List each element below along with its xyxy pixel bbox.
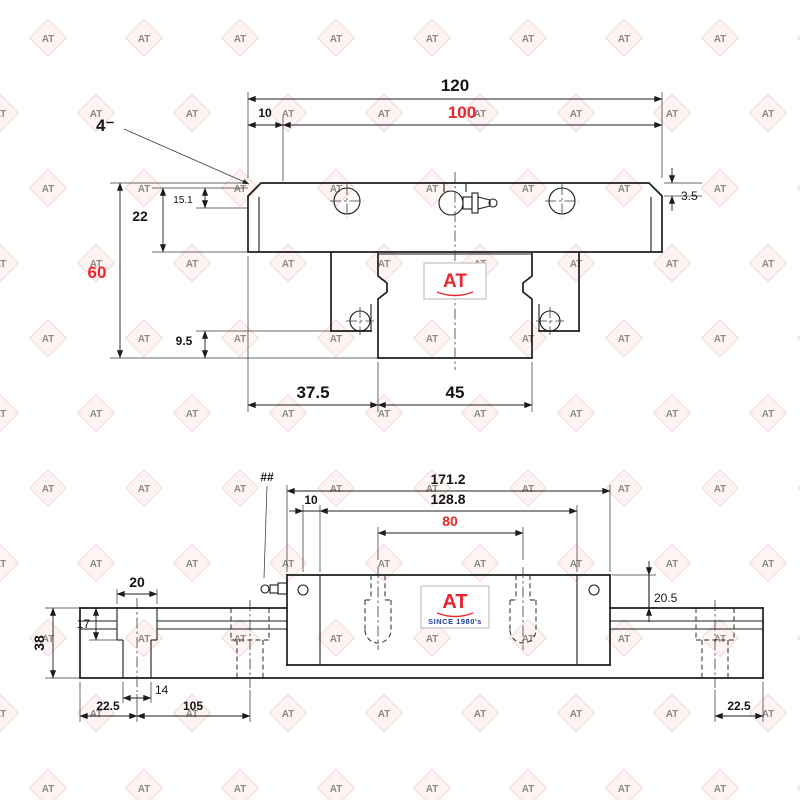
dimension-37-5-45: 37.5 45	[247, 256, 533, 412]
dim-80-label: 80	[442, 513, 458, 529]
dimension-105: 105	[136, 690, 251, 722]
dimension-120: 120	[247, 76, 663, 178]
brand-logo-text: AT	[443, 271, 467, 292]
endcap-screw-icon	[588, 584, 600, 596]
dimension-3-5: 3.5	[664, 168, 702, 211]
dimension-38: 38	[31, 607, 80, 679]
dim-15-1-label: 15.1	[173, 195, 193, 206]
grease-nipple-icon	[438, 190, 498, 216]
dimension-100: 10 100	[247, 103, 663, 181]
dim-14-label: 14	[155, 683, 169, 697]
lower-screw-symbol	[346, 307, 564, 335]
hash-marker-label: ##	[260, 470, 274, 484]
dimension-22-5-right: 22.5	[714, 682, 764, 722]
dimension-17: 17	[77, 607, 117, 641]
dimension-128-8: 128.8 10	[289, 491, 578, 572]
dimension-22-5-left: 22.5	[79, 682, 138, 722]
dim-22-5-right-label: 22.5	[727, 699, 751, 713]
dimension-60: 60	[88, 182, 378, 359]
dim-60-label: 60	[88, 263, 107, 282]
dim-9-5-label: 9.5	[176, 334, 193, 348]
dim-38-label: 38	[31, 635, 47, 651]
dim-10-side-label: 10	[304, 493, 318, 507]
chamfer-callout: 4⁻	[96, 116, 250, 185]
block-bolt-slot-hidden	[364, 567, 537, 650]
dimension-80: 80	[377, 513, 524, 560]
side-grease-nipple-icon	[260, 582, 288, 595]
front-view: 120 10 100 4⁻	[88, 76, 702, 412]
dimension-9-5: 9.5	[176, 330, 331, 359]
dimension-22: 22	[132, 187, 248, 253]
chamfer-label: 4⁻	[96, 116, 114, 135]
lubrication-marker: ##	[260, 470, 274, 579]
dimension-20-5: 20.5	[612, 561, 678, 622]
rail-bolt-hole-section	[116, 598, 158, 692]
endcap-screw-icon	[297, 584, 309, 596]
mounting-screw-symbol	[330, 184, 579, 218]
dim-37-5-label: 37.5	[296, 383, 329, 402]
brand-logo-plate-side: AT SINCE 1980's	[420, 585, 490, 629]
dim-120-label: 120	[441, 76, 469, 95]
dim-17-label: 17	[77, 617, 91, 631]
dim-3-5-label: 3.5	[681, 189, 698, 203]
block-legs	[330, 251, 580, 332]
dim-20-label: 20	[129, 574, 145, 590]
side-view: AT SINCE 1980's 171.2 128.8 10	[31, 470, 764, 722]
dimension-171-2: 171.2	[286, 471, 611, 572]
brand-logo-plate: AT	[423, 262, 487, 300]
dim-22-label: 22	[132, 208, 148, 224]
brand-logo-subtext: SINCE 1980's	[428, 617, 482, 626]
dim-128-8-label: 128.8	[430, 491, 465, 507]
dim-22-5-left-label: 22.5	[96, 699, 120, 713]
brand-logo-text: AT	[442, 591, 467, 613]
dimension-15-1: 15.1	[173, 187, 248, 209]
dim-105-label: 105	[183, 699, 203, 713]
rail-side-view	[79, 607, 764, 679]
dim-45-label: 45	[446, 383, 465, 402]
dimension-20: 20	[116, 574, 158, 604]
dim-100-label: 100	[448, 103, 476, 122]
dim-10-label: 10	[258, 106, 272, 120]
rail-bolt-hole-hidden	[230, 600, 735, 688]
dim-171-2-label: 171.2	[430, 471, 465, 487]
dim-20-5-label: 20.5	[654, 591, 678, 605]
